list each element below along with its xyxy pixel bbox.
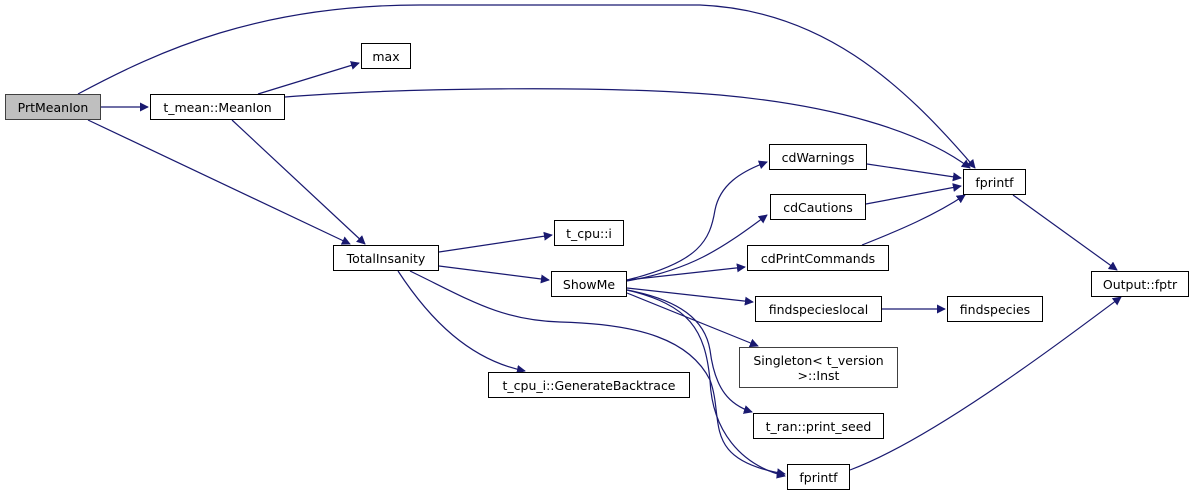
edge-showme-to-cdwarnings: [626, 160, 768, 281]
node-singleton-inst[interactable]: Singleton< t_version >::Inst: [739, 347, 898, 388]
edge-totalinsanity-to-generatebacktrace: [397, 270, 526, 374]
edge-meanion-to-max: [257, 61, 360, 95]
edge-meanion-to-totalinsanity: [231, 119, 366, 245]
node-t-cpu-i[interactable]: t_cpu::i: [554, 220, 624, 246]
edge-fprintf_top-to-fptr: [1012, 194, 1118, 271]
node-fprintf-top[interactable]: fprintf: [963, 169, 1026, 195]
edge-totalinsanity-to-showme: [438, 265, 550, 284]
edge-prtmeanion-to-fprintf_top: [77, 4, 976, 169]
edge-showme-to-cdcautions: [626, 214, 768, 282]
node-cdcautions[interactable]: cdCautions: [770, 194, 866, 220]
edge-cdwarnings-to-fprintf_top: [866, 163, 962, 182]
edge-totalinsanity-to-fprintf_bottom: [409, 270, 786, 478]
node-totalinsanity[interactable]: TotalInsanity: [333, 245, 439, 271]
node-prtmeanion: PrtMeanIon: [5, 94, 101, 120]
edge-cdprintcommands-to-fprintf_top: [861, 194, 966, 246]
edge-showme-to-cdprintcommands: [626, 263, 746, 281]
edge-prtmeanion-to-totalinsanity: [87, 119, 351, 245]
node-findspecies[interactable]: findspecies: [947, 296, 1043, 322]
node-t-mean-meanion[interactable]: t_mean::MeanIon: [150, 94, 285, 120]
node-fprintf-bottom[interactable]: fprintf: [787, 464, 850, 490]
node-output-fptr[interactable]: Output::fptr: [1091, 271, 1189, 297]
node-t-ran-print-seed[interactable]: t_ran::print_seed: [753, 413, 884, 439]
edge-fprintf_bottom-to-fptr: [849, 296, 1122, 471]
node-cdwarnings[interactable]: cdWarnings: [769, 144, 867, 170]
node-generatebacktrace[interactable]: t_cpu_i::GenerateBacktrace: [488, 372, 690, 398]
edge-showme-to-print_seed: [626, 289, 753, 414]
edge-cdcautions-to-fprintf_top: [865, 183, 962, 205]
node-findspecieslocal[interactable]: findspecieslocal: [755, 296, 882, 322]
edge-showme-to-fprintf_bottom: [626, 289, 786, 479]
edge-totalinsanity-to-cpu_i: [438, 231, 553, 253]
node-max[interactable]: max: [361, 43, 411, 69]
edge-showme-to-findspecieslocal: [626, 287, 754, 306]
edge-showme-to-singletoninst: [626, 292, 759, 348]
edge-meanion-to-fprintf_top: [284, 88, 971, 169]
node-showme[interactable]: ShowMe: [551, 271, 627, 297]
node-cdprintcommands[interactable]: cdPrintCommands: [747, 245, 889, 271]
